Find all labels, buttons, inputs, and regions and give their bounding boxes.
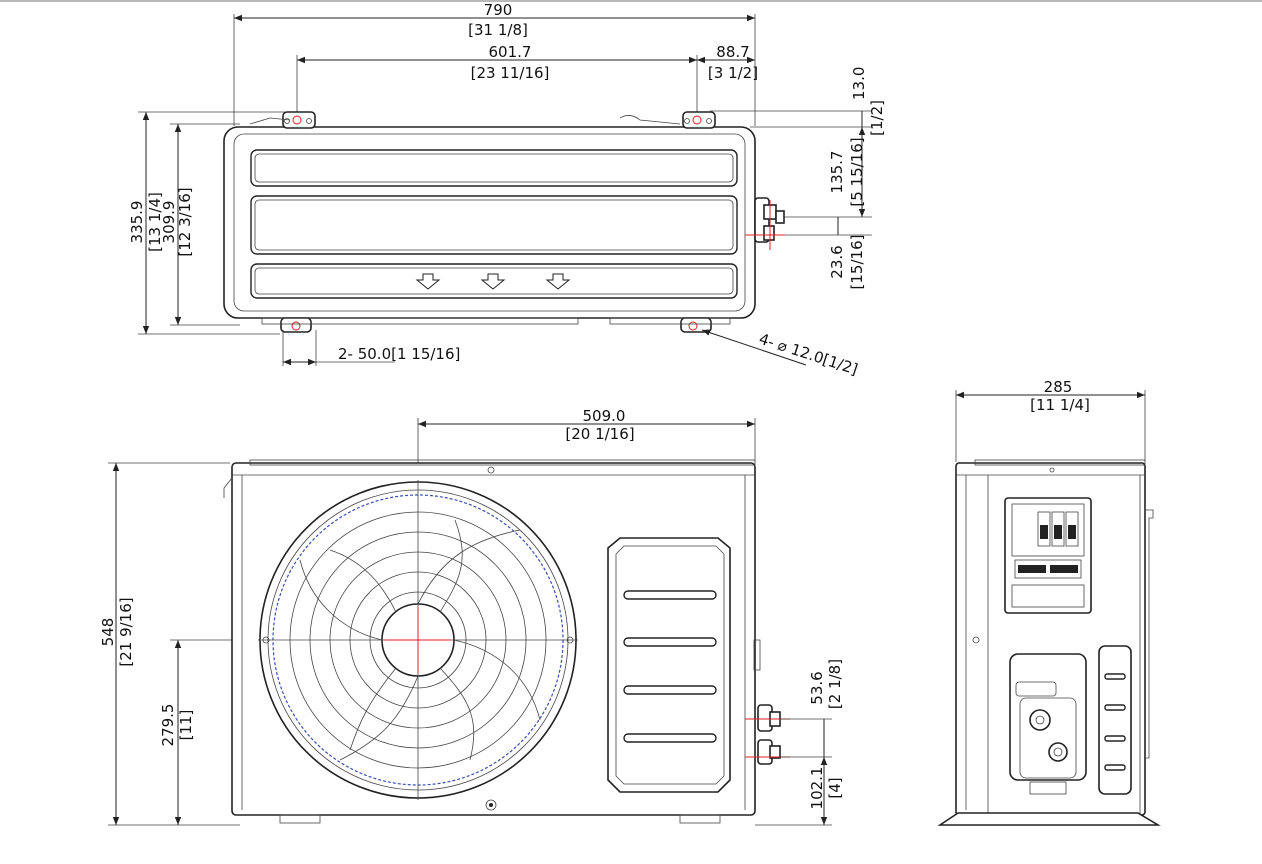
dim-valve-gap-in: [15/16] [848, 235, 866, 290]
mounting-foot-icon [261, 317, 731, 333]
dim-front-valve-low-mm: 102.1 [808, 767, 826, 810]
dim-mount-span-in: [23 11/16] [471, 64, 550, 82]
dim-overall-depth-in: [13 1/4] [146, 192, 164, 252]
dim-mount-span-mm: 601.7 [489, 43, 532, 61]
terminal-block-icon [1004, 497, 1092, 614]
dim-top-offset-mm: 13.0 [850, 67, 868, 100]
side-view: 285 [11 1/4] [937, 378, 1161, 826]
fan-guard-icon [258, 480, 578, 800]
top-grille-slot [250, 195, 738, 255]
dim-edge-offset-in: [3 1/2] [708, 64, 758, 82]
dim-overall-depth-mm: 335.9 [128, 201, 146, 244]
dim-body-depth-mm: 309.9 [160, 201, 178, 244]
mounting-foot-icon [249, 111, 716, 129]
side-grille-panel [607, 537, 731, 793]
dim-fan-offset-in: [20 1/16] [565, 425, 634, 443]
unit-base [937, 812, 1161, 826]
dim-front-valve-gap-in: [2 1/8] [826, 659, 844, 709]
dim-width-in: [31 1/8] [468, 21, 528, 39]
dim-side-depth-in: [11 1/4] [1030, 396, 1090, 414]
dim-valve-upper-mm: 135.7 [828, 151, 846, 194]
service-valve-icon [745, 197, 785, 250]
top-grille-slot [250, 263, 738, 299]
dim-fan-offset-mm: 509.0 [583, 407, 626, 425]
service-valve-icon [745, 639, 790, 765]
slot-note: 2- 50.0[1 15/16] [338, 345, 460, 363]
dim-fan-center-mm: 279.5 [159, 704, 177, 747]
top-view: 790 [31 1/8] 601.7 [23 11/16] 88.7 [3 1/… [128, 1, 886, 379]
dim-valve-upper-in: [5 15/16] [848, 137, 866, 206]
dim-top-offset-in: [1/2] [868, 100, 886, 136]
front-view: 509.0 [20 1/16] 548 [21 9/16] 279.5 [11] [99, 407, 844, 826]
dim-valve-gap-mm: 23.6 [828, 245, 846, 278]
dim-edge-offset-mm: 88.7 [716, 43, 749, 61]
service-valve-icon [1009, 653, 1087, 795]
dim-side-depth-mm: 285 [1044, 378, 1073, 396]
airflow-arrow-icon [415, 273, 571, 290]
top-grille-slot [250, 149, 738, 187]
dim-body-depth-in: [12 3/16] [176, 187, 194, 256]
side-grille-panel [1098, 645, 1132, 795]
dim-height-mm: 548 [99, 618, 117, 647]
dim-fan-center-in: [11] [177, 710, 195, 741]
dim-width-mm: 790 [484, 1, 513, 19]
dim-height-in: [21 9/16] [117, 597, 135, 666]
dim-front-valve-gap-mm: 53.6 [808, 671, 826, 704]
dim-front-valve-low-in: [4] [826, 777, 844, 798]
